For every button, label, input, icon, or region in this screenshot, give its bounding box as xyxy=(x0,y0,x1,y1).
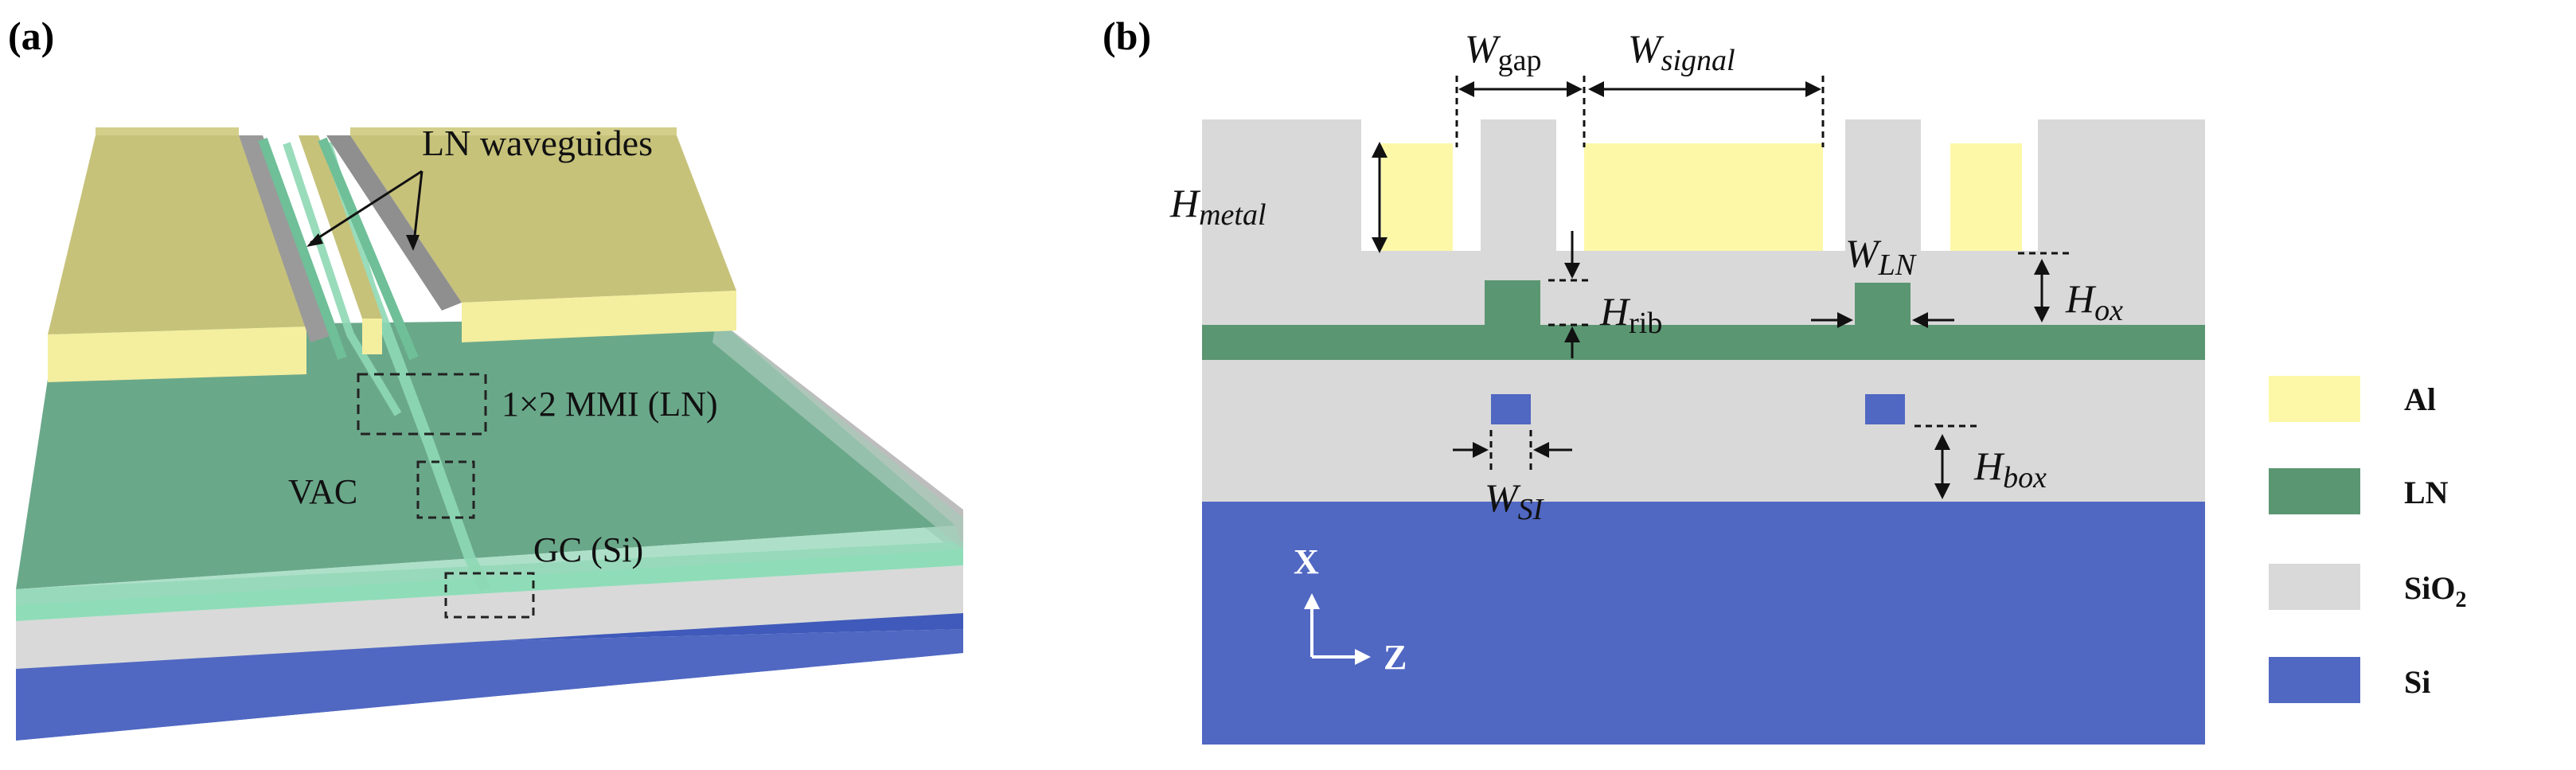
electrode-left-back xyxy=(96,127,239,135)
al-electrode-ground-left xyxy=(1381,143,1453,251)
legend-swatch-sio2 xyxy=(2269,564,2360,610)
callout-vac: VAC xyxy=(288,472,357,511)
legend-swatch-si xyxy=(2269,657,2360,703)
waveguide-trace xyxy=(321,141,491,592)
dim-h-metal-arrow-up xyxy=(1372,142,1388,158)
oxide-pillar-2 xyxy=(1481,119,1556,251)
chip-sio2-front xyxy=(16,565,963,669)
callout-arrow-wg-2 xyxy=(412,170,423,244)
label-w-gap: Wgap xyxy=(1465,26,1542,77)
chip-top-highlight xyxy=(16,526,963,605)
callout-arrow-wg-1 xyxy=(310,170,423,244)
si-waveguide-left xyxy=(1491,394,1531,424)
legend: Al LN SiO2 Si xyxy=(2269,376,2466,703)
trench-wall-left xyxy=(239,135,334,342)
chip-top-surface xyxy=(16,319,955,589)
legend-label-si: Si xyxy=(2404,664,2430,700)
dim-h-metal-arrow-down xyxy=(1372,237,1388,253)
oxide-pillar-4 xyxy=(2038,119,2205,251)
electrode-left-front xyxy=(48,326,306,382)
dim-w-ln-arrow-left xyxy=(1837,312,1853,328)
legend-label-ln: LN xyxy=(2404,475,2449,510)
label-w-si: WSI xyxy=(1485,475,1545,526)
panel-a: (a) xyxy=(8,14,963,741)
electrode-left-top xyxy=(48,135,306,334)
dim-h-ox-arrow-up xyxy=(2034,259,2050,275)
dim-w-si-arrow-right xyxy=(1533,442,1549,458)
dim-h-ox-arrow-down xyxy=(2034,307,2050,322)
dim-w-signal-arrow-left xyxy=(1588,81,1604,97)
cross-section-ln-slab xyxy=(1202,325,2205,360)
cross-section-ln-rib-left-top xyxy=(1485,280,1540,325)
dim-w-ln-arrow-right xyxy=(1912,312,1928,328)
gc-dashed-box xyxy=(444,572,535,619)
dim-h-box-arrow-down xyxy=(1934,483,1950,499)
vac-dashed-box xyxy=(416,460,475,519)
oxide-pillar-1 xyxy=(1202,119,1361,251)
panel-b-label: (b) xyxy=(1103,14,1151,58)
dim-w-gap xyxy=(1455,76,1586,147)
panel-a-label: (a) xyxy=(8,14,54,58)
electrode-right-back xyxy=(350,127,677,135)
label-h-box: Hbox xyxy=(1973,444,2047,494)
label-h-metal: Hmetal xyxy=(1169,181,1267,232)
callout-mmi: 1×2 MMI (LN) xyxy=(502,385,718,424)
callout-arrowhead-wg-1 xyxy=(306,233,323,247)
electrode-right-top xyxy=(350,135,736,303)
dim-h-box-arrow-up xyxy=(1934,434,1950,450)
dim-h-rib-arrow-bottom xyxy=(1564,326,1580,342)
label-w-ln: WLN xyxy=(1845,231,1918,282)
callout-arrowhead-wg-2 xyxy=(406,235,420,251)
dim-h-rib-arrow-top xyxy=(1564,263,1580,279)
mmi-dashed-box xyxy=(357,373,487,436)
cross-section-si-substrate xyxy=(1202,502,2205,745)
al-electrode-signal xyxy=(1584,143,1823,251)
dim-w-gap-arrow-left xyxy=(1458,81,1474,97)
axis-x-arrowhead xyxy=(1304,593,1320,609)
electrode-signal-top xyxy=(299,135,382,319)
chip-si-left xyxy=(16,629,963,741)
callout-gc: GC (Si) xyxy=(533,530,643,569)
callout-ln-waveguides: LN waveguides xyxy=(422,123,653,163)
oxide-pillar-3 xyxy=(1845,119,1921,251)
dim-w-gap-arrow-right xyxy=(1567,81,1583,97)
dim-w-signal xyxy=(1596,76,1825,147)
dim-w-signal-arrow-right xyxy=(1805,81,1821,97)
axis-z-arrowhead xyxy=(1355,649,1371,665)
ln-waveguide-right xyxy=(318,137,419,361)
dim-w-si-arrow-left xyxy=(1473,442,1489,458)
si-waveguide-right xyxy=(1865,394,1905,424)
legend-swatch-ln xyxy=(2269,468,2360,514)
axes-indicator xyxy=(1310,601,1361,659)
panel-b: (b) Wgap xyxy=(1103,14,2466,745)
electrode-signal-front xyxy=(362,319,382,354)
cross-section-top-oxide xyxy=(1202,251,2205,325)
label-h-ox: Hox xyxy=(2065,276,2123,327)
ln-waveguide-left xyxy=(258,137,347,361)
chip-side-glass xyxy=(712,319,963,549)
trench-wall-right xyxy=(326,135,462,311)
axis-z-label: Z xyxy=(1384,638,1407,677)
legend-swatch-al xyxy=(2269,376,2360,422)
legend-label-sio2: SiO2 xyxy=(2404,570,2466,612)
legend-label-al: Al xyxy=(2404,381,2436,417)
label-w-signal: Wsignal xyxy=(1628,26,1735,77)
label-h-rib: Hrib xyxy=(1599,289,1662,340)
electrode-right-front xyxy=(462,291,736,342)
cross-section-ln-rib-right-top xyxy=(1855,283,1911,325)
waveguide-trace-2 xyxy=(283,142,402,416)
axis-x-label: X xyxy=(1294,542,1319,581)
cross-section-box-oxide xyxy=(1202,358,2205,502)
al-electrode-ground-right xyxy=(1950,143,2022,251)
